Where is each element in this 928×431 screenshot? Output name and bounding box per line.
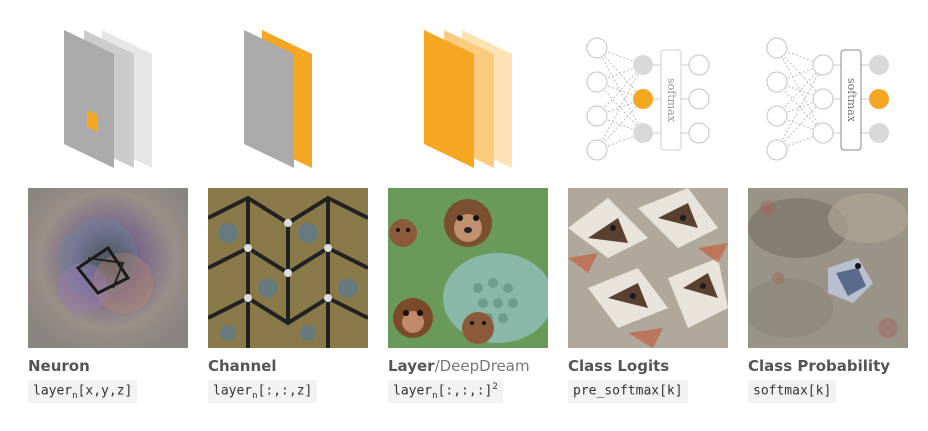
logits-visualization <box>568 188 728 348</box>
neuron-visualization <box>28 188 188 348</box>
column-title: Channel <box>208 357 277 375</box>
channel-visualization <box>208 188 368 348</box>
softmax-label: softmax <box>845 78 858 123</box>
column-class-probability: softmax Class Probability softmax[k] <box>748 0 910 431</box>
probability-network-diagram: softmax <box>766 37 889 161</box>
column-title: Class Probability <box>748 357 891 375</box>
code-expression: layern[x,y,z] <box>28 380 138 403</box>
column-neuron: Neuron layern[x,y,z] <box>28 0 190 431</box>
column-channel: Channel layern[:,:,z] <box>208 0 370 431</box>
column-class-logits: softmax Class Logits pre_softmax[k] <box>568 0 730 431</box>
code-expression: pre_softmax[k] <box>568 380 688 403</box>
code-expression: softmax[k] <box>748 380 837 403</box>
neuron-diagram <box>64 30 152 168</box>
column-title: Class Logits <box>568 357 670 375</box>
column-title: Neuron <box>28 357 90 375</box>
code-expression: layern[:,:,:]2 <box>388 380 503 403</box>
channel-diagram <box>244 30 312 168</box>
column-title: Layer/DeepDream <box>388 357 530 375</box>
softmax-label: softmax <box>665 78 678 123</box>
logits-network-diagram: softmax <box>586 37 710 161</box>
layer-diagram <box>424 30 512 168</box>
probability-visualization <box>748 188 908 348</box>
column-layer: Layer/DeepDream layern[:,:,:]2 <box>388 0 550 431</box>
code-expression: layern[:,:,z] <box>208 380 318 403</box>
layer-visualization <box>388 188 548 348</box>
